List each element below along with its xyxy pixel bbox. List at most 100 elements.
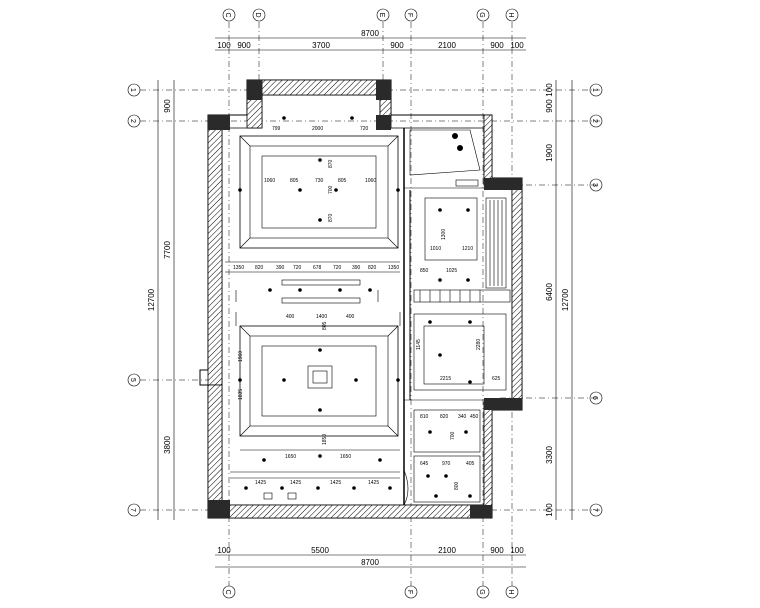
axis-bubbles-left: 1 2 5 7 xyxy=(127,83,141,517)
axis-label: E xyxy=(378,13,385,18)
dim-label: 720 xyxy=(360,126,369,132)
dim-label: 2000 xyxy=(312,126,323,132)
dim-bottom: 900 xyxy=(490,546,504,555)
dim-label: 1425 xyxy=(290,480,301,486)
dim-label: 2215 xyxy=(440,376,451,382)
dim-label: 400 xyxy=(346,314,355,320)
dim-label: 2280 xyxy=(476,339,482,350)
axis-bubbles-right: 1 2 3 6 7 xyxy=(589,83,603,517)
dim-top: 900 xyxy=(237,41,251,50)
axis-label: F xyxy=(406,13,413,17)
dim-label: 700 xyxy=(450,431,456,440)
right-rooms: 1010 1300 1210 850 1025 2215 625 1145 22… xyxy=(409,129,511,503)
dim-left: 3800 xyxy=(163,436,172,454)
dim-label: 390 xyxy=(276,265,285,271)
dim-label: 340 xyxy=(458,414,467,420)
dim-label: 400 xyxy=(286,314,295,320)
dim-bottom-total: 8700 xyxy=(361,558,379,567)
dim-label: 1300 xyxy=(441,229,447,240)
rod-hatching xyxy=(419,290,481,302)
ceiling-room-lower: 1960 1835 1850 805 1650 1650 xyxy=(238,321,400,462)
dim-right: 1900 xyxy=(545,144,554,162)
axis-label: 3 xyxy=(591,183,598,187)
dim-bottom: 5500 xyxy=(311,546,329,555)
dim-bottom: 100 xyxy=(510,546,524,555)
dim-label: 850 xyxy=(420,268,429,274)
dim-label: 1400 xyxy=(316,314,327,320)
dim-label: 1145 xyxy=(416,339,422,350)
dim-label: 820 xyxy=(368,265,377,271)
dimension-top: 8700 100 900 3700 900 2100 900 100 xyxy=(215,29,526,51)
dim-label: 1210 xyxy=(462,246,473,252)
dim-label: 1010 xyxy=(430,246,441,252)
closet-hatching xyxy=(489,200,503,286)
dim-right: 100 xyxy=(545,503,554,517)
dimension-bottom: 100 5500 2100 900 100 8700 xyxy=(215,546,526,568)
axis-label: F xyxy=(406,590,413,594)
dimension-left: 900 7700 3800 12700 xyxy=(147,80,175,520)
dim-label: 1025 xyxy=(446,268,457,274)
dim-label: 1425 xyxy=(255,480,266,486)
dim-label: 799 xyxy=(272,126,281,132)
dim-label: 405 xyxy=(466,461,475,467)
dim-top: 100 xyxy=(217,41,231,50)
dimension-right: 900 100 1900 6400 3300 100 12700 xyxy=(545,80,573,520)
axis-label: 7 xyxy=(591,508,598,512)
dim-label: 805 xyxy=(322,321,328,330)
dim-right: 900 xyxy=(545,99,554,113)
dim-label: 720 xyxy=(333,265,342,271)
partitions xyxy=(403,128,484,505)
dim-label: 1350 xyxy=(388,265,399,271)
dim-bottom: 100 xyxy=(217,546,231,555)
axis-label: 1 xyxy=(591,88,598,92)
dim-label: 678 xyxy=(313,265,322,271)
axis-label: 5 xyxy=(129,378,136,382)
axis-label: 7 xyxy=(129,508,136,512)
dim-label: 1425 xyxy=(368,480,379,486)
dim-label: 1960 xyxy=(238,351,244,362)
dim-top: 2100 xyxy=(438,41,456,50)
axis-label: D xyxy=(254,12,261,17)
dim-top: 900 xyxy=(390,41,404,50)
dim-label: 700 xyxy=(328,185,334,194)
axis-label: H xyxy=(507,12,514,17)
dim-label: 720 xyxy=(293,265,302,271)
dim-label: 450 xyxy=(470,414,479,420)
dim-top: 3700 xyxy=(312,41,330,50)
dim-label: 1350 xyxy=(233,265,244,271)
dim-left-total: 12700 xyxy=(147,288,156,311)
dim-label: 730 xyxy=(315,178,324,184)
dim-right: 3300 xyxy=(545,446,554,464)
dim-label: 810 xyxy=(420,414,429,420)
dim-label: 820 xyxy=(440,414,449,420)
dim-label: 1650 xyxy=(285,454,296,460)
dim-label: 970 xyxy=(442,461,451,467)
dim-left: 7700 xyxy=(163,241,172,259)
dim-right: 6400 xyxy=(545,283,554,301)
dim-label: 1835 xyxy=(238,389,244,400)
dim-right: 100 xyxy=(545,83,554,97)
dim-top-total: 8700 xyxy=(361,29,379,38)
outer-walls xyxy=(199,79,523,519)
dim-top: 100 xyxy=(510,41,524,50)
dim-label: 390 xyxy=(352,265,361,271)
dim-label: 1650 xyxy=(340,454,351,460)
axis-label: G xyxy=(478,589,485,594)
axis-bubbles-top: C D E F G H xyxy=(222,8,519,22)
dim-label: 1060 xyxy=(365,178,376,184)
dim-label: 1425 xyxy=(330,480,341,486)
dim-label: 800 xyxy=(454,481,460,490)
axis-label: C xyxy=(224,12,231,17)
dim-label: 870 xyxy=(328,213,334,222)
axis-label: G xyxy=(478,12,485,17)
dim-label: 1850 xyxy=(322,434,328,445)
ceiling-room-upper: 799 2000 720 1060 805 730 805 1060 870 7… xyxy=(238,116,400,249)
axis-label: 2 xyxy=(591,119,598,123)
ceiling-lower-strip: 1425 1425 1425 1425 xyxy=(230,469,409,506)
axis-label: C xyxy=(224,589,231,594)
dim-label: 820 xyxy=(255,265,264,271)
dim-label: 805 xyxy=(338,178,347,184)
axis-bubbles-bottom: C F G H xyxy=(222,585,519,599)
dim-top: 900 xyxy=(490,41,504,50)
